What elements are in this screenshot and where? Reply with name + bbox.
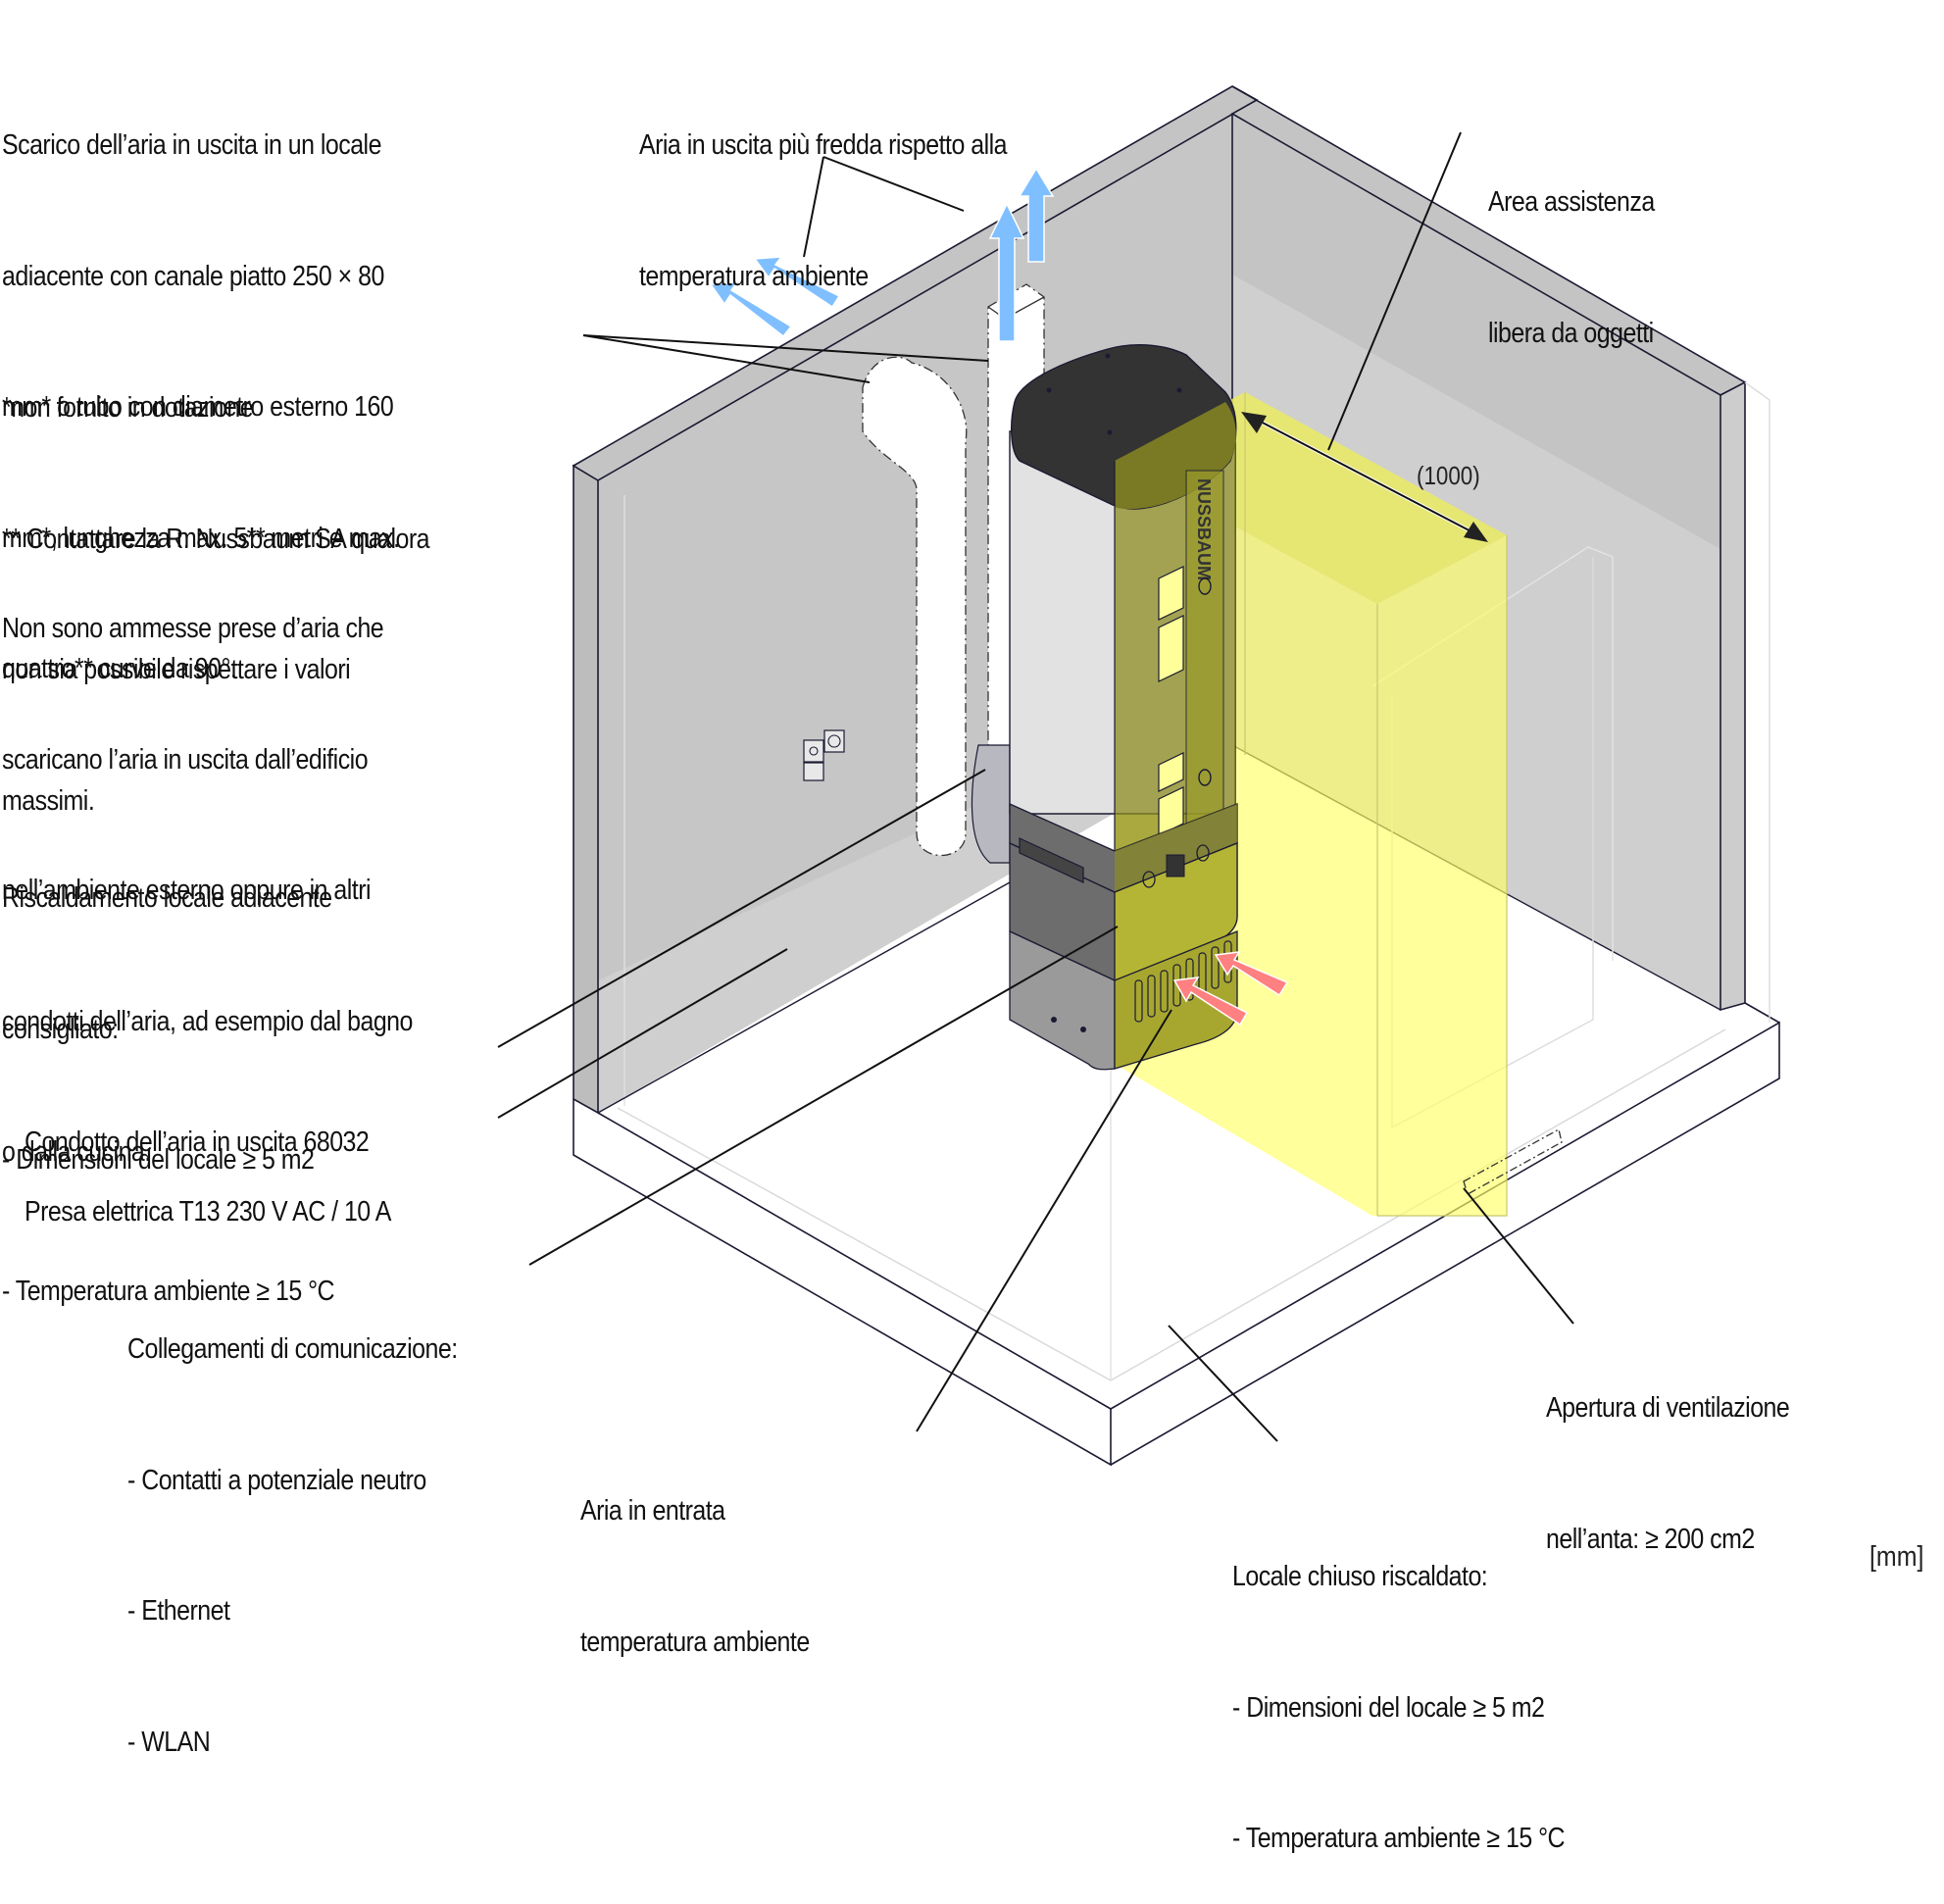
right-wall-edge [1720,380,1746,1012]
label-adjacent-heating: Riscaldamento locale adiacente consiglia… [2,882,335,1307]
display-panel-4 [1158,786,1184,836]
arrow-diag-blue-icon [709,281,793,338]
duct-connector [971,744,1011,864]
right-wall-top [1230,85,1747,396]
floor-edge-left-top [597,1112,1112,1410]
label-exhaust-duct: Condotto dell’aria in uscita 68032 [25,1127,370,1158]
arrow-diag-red-icon [1214,951,1289,997]
label-exhaust-air: Aria in uscita più fredda rispetto alla … [639,129,1007,292]
screw-icon [1080,1027,1086,1032]
arrow-diag-red-icon [1172,977,1249,1027]
heat-pump-device: NUSSBAUM [1009,344,1238,1071]
round-duct-elbow [862,356,968,856]
label-not-allowed: Non sono ammesse prese d’aria che scaric… [2,613,413,1168]
screw-icon [1176,387,1182,393]
intake-arrows [1172,951,1289,1027]
label-closed-room: Locale chiuso riscaldato: - Dimensioni d… [1232,1561,1566,1854]
ventilation-opening [1463,1128,1563,1195]
left-wall-bottom-line [597,881,1011,1114]
label-socket: Presa elettrica T13 230 V AC / 10 A [25,1196,391,1228]
left-wall-shade [598,114,1232,980]
right-wall-shade [1232,114,1720,549]
display-panel [1158,566,1184,621]
device-mid-band-yellow [1115,804,1237,892]
floor-edge-right-back [1744,1002,1780,1024]
dimension-double-arrow [1241,412,1488,542]
arrow-up-blue-icon [1018,167,1055,263]
installation-diagram: NUSSBAUM [497,85,1780,1467]
label-ventilation-opening: Apertura di ventilazione nell’anta: ≥ 20… [1546,1392,1790,1555]
right-outline-guide [1744,381,1770,1023]
button-icon [1198,577,1212,595]
floor-edge-left [573,1099,1112,1467]
ethernet-port-icon [1166,854,1185,877]
connector-icon [1196,844,1210,862]
label-footnotes: *non fornito in dotazione ** Contattare … [2,392,429,817]
arrow-up-blue-icon [988,202,1025,342]
screw-icon [1105,353,1111,359]
arrowhead-icon [1464,522,1488,542]
control-strip [1185,470,1224,839]
unit-label: [mm] [1869,1541,1924,1573]
brand-logo: NUSSBAUM [1194,478,1214,580]
exhaust-slot [1019,837,1084,883]
label-communication: Collegamenti di comunicazione: - Contatt… [127,1333,458,1758]
arrowhead-icon [1241,412,1267,433]
label-service-area: Area assistenza libera da oggetti [1488,186,1655,349]
socket-icon [803,729,845,781]
intake-grille [1134,940,1232,1023]
leader-lines [497,131,1574,1442]
display-panel-2 [1158,615,1184,682]
arrow-diag-blue-icon [753,256,841,309]
screw-icon [1107,429,1113,435]
label-intake-air: Aria in entrata temperatura ambiente [580,1495,810,1658]
dimension-label: (1000) [1417,461,1480,490]
display-panel-3 [1158,752,1184,792]
connector-icon [1142,871,1156,888]
screw-icon [1051,1017,1057,1023]
left-wall-edge [573,464,599,1115]
service-area-edge-3 [1377,535,1508,1217]
screw-icon [1046,387,1052,393]
label-exhaust-to-adjacent: Scarico dell’aria in uscita in un locale… [2,129,400,684]
exhaust-arrows [709,167,1055,342]
button-icon [1198,769,1212,786]
